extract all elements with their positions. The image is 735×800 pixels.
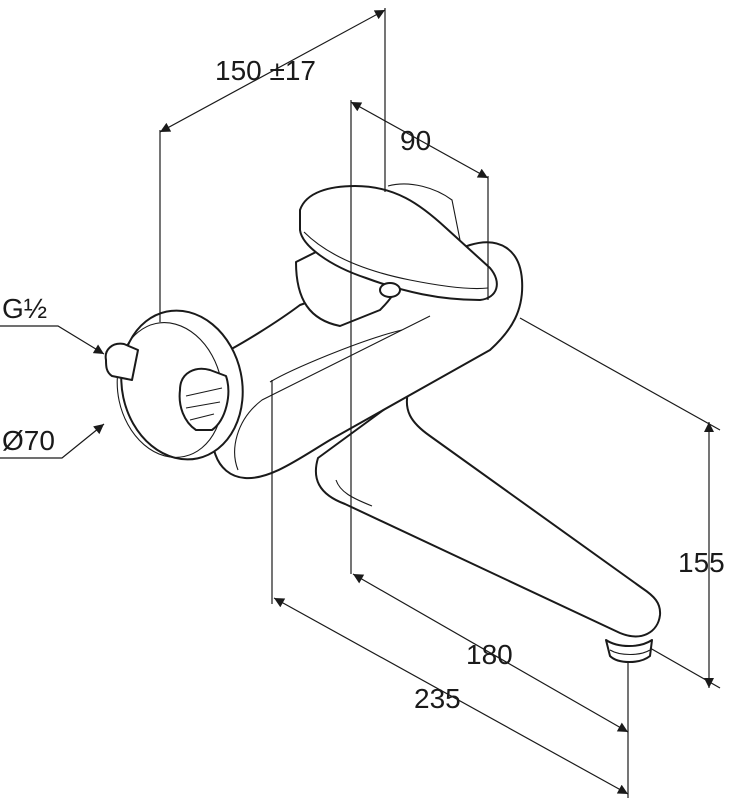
dim-line-lever [350, 101, 489, 179]
label-spout-reach: 180 [466, 639, 513, 670]
label-total-reach: 235 [414, 683, 461, 714]
label-height: 155 [678, 547, 725, 578]
label-lever: 90 [400, 125, 431, 156]
label-spread: 150 ±17 [215, 55, 316, 86]
spout [314, 391, 662, 638]
lever-handle [295, 183, 498, 327]
leader-diameter [0, 423, 105, 459]
dimension-labels: 150 ±17 90 G½ Ø70 155 180 235 [2, 55, 725, 714]
body-arm [209, 241, 524, 480]
thread-connector [104, 342, 139, 381]
wall-rosette [104, 309, 244, 461]
eccentric-nut [178, 367, 230, 431]
lever [299, 185, 498, 301]
dim-line-total [273, 597, 629, 795]
leader-thread [0, 325, 105, 355]
lever-pivot [379, 282, 401, 298]
body-arm-highlight [269, 329, 403, 383]
label-diameter: Ø70 [2, 425, 55, 456]
dim-line-spread [159, 9, 386, 133]
dimension-lines [0, 8, 721, 798]
spout-edge [335, 479, 373, 507]
label-thread: G½ [2, 293, 47, 324]
